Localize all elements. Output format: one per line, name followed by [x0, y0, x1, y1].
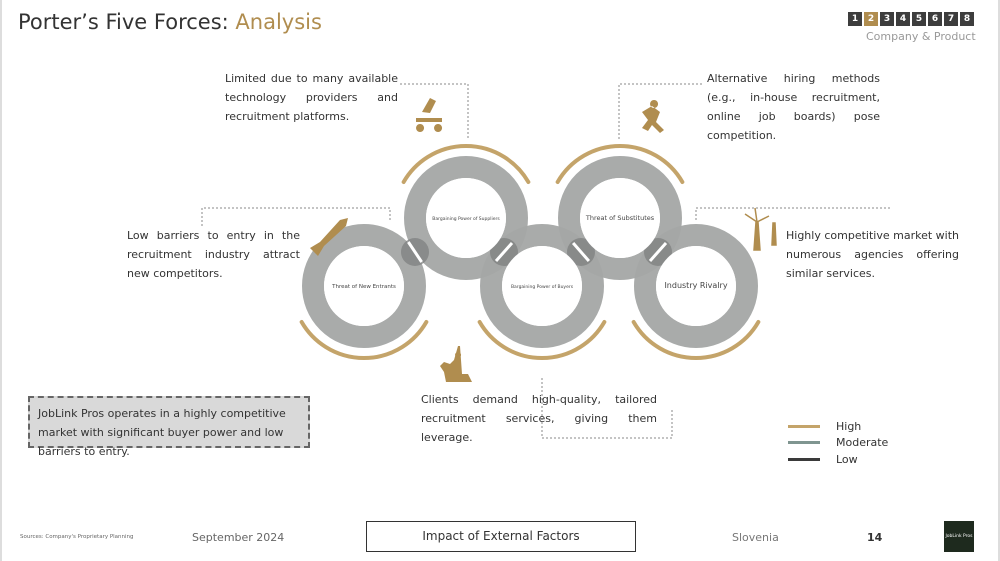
connector-buyers	[541, 378, 673, 439]
wind-turbine-icon	[744, 207, 777, 251]
suppliers-text: Limited due to many available technology…	[225, 72, 398, 123]
page-nav-8[interactable]: 8	[960, 12, 974, 26]
rivalry-text: Highly competitive market with numerous …	[786, 229, 959, 280]
ring-new-entrants	[302, 224, 426, 348]
summary-callout: JobLink Pros operates in a highly compet…	[28, 396, 310, 458]
force-label-rivalry: Industry Rivalry	[664, 281, 727, 290]
running-person-icon	[642, 100, 664, 133]
connector-rivalry	[695, 207, 890, 220]
page-nav-2[interactable]: 2	[864, 12, 878, 26]
page-nav-4[interactable]: 4	[896, 12, 910, 26]
section-label: Company & Product	[866, 30, 976, 43]
ring-substitutes	[558, 156, 682, 280]
page-nav-7[interactable]: 7	[944, 12, 958, 26]
new-entrants-text: Low barriers to entry in the recruitment…	[127, 229, 300, 280]
connector-substitutes	[618, 83, 702, 140]
level-arc-rivalry	[631, 320, 761, 360]
rocket-icon	[310, 218, 348, 256]
title-accent: Analysis	[235, 10, 322, 34]
legend: High Moderate Low	[788, 418, 888, 468]
company-logo: JobLink Pros	[944, 521, 974, 552]
level-arc-substitutes	[555, 144, 685, 184]
force-label-substitutes: Threat of Substitutes	[585, 214, 655, 222]
page-nav-1[interactable]: 1	[848, 12, 862, 26]
footer-source: Sources: Company's Proprietary Planning	[20, 534, 134, 540]
page-number: 14	[867, 531, 883, 544]
ring-center-rivalry	[656, 246, 736, 326]
ring-center-suppliers	[426, 178, 506, 258]
ring-gap	[648, 242, 668, 262]
buyers-text: Clients demand high-quality, tailored re…	[421, 393, 657, 444]
ring-center-substitutes	[580, 178, 660, 258]
footer-country: Slovenia	[732, 531, 779, 544]
level-arc-buyers	[477, 320, 607, 360]
page-title: Porter’s Five Forces: Analysis	[18, 10, 322, 34]
level-arc-suppliers	[401, 144, 531, 184]
ring-rivalry	[634, 224, 758, 348]
climber-icon	[440, 346, 472, 382]
ring-center-buyers	[502, 246, 582, 326]
footer-date: September 2024	[192, 531, 285, 544]
ring-gap	[407, 241, 423, 263]
page-nav-5[interactable]: 5	[912, 12, 926, 26]
legend-high: High	[788, 418, 888, 435]
connector-suppliers	[400, 83, 469, 140]
level-arc-new-entrants	[299, 320, 429, 360]
ring-gap	[494, 242, 514, 262]
connector-new-entrants	[201, 207, 391, 226]
ring-gap	[571, 241, 591, 263]
legend-low: Low	[788, 451, 888, 468]
substitutes-text: Alternative hiring methods (e.g., in-hou…	[707, 72, 880, 142]
ring-suppliers	[404, 156, 528, 280]
ring-center-new-entrants	[324, 246, 404, 326]
title-main: Porter’s Five Forces:	[18, 10, 236, 34]
hand-truck-icon	[416, 98, 443, 132]
force-label-new-entrants: Threat of New Entrants	[331, 284, 396, 290]
page-nav: 1 2 3 4 5 6 7 8	[848, 12, 974, 26]
force-label-suppliers: Bargaining Power of Suppliers	[432, 216, 500, 222]
footer-topic: Impact of External Factors	[366, 521, 636, 552]
force-label-buyers: Bargaining Power of Buyers	[511, 284, 574, 290]
page-nav-3[interactable]: 3	[880, 12, 894, 26]
page-nav-6[interactable]: 6	[928, 12, 942, 26]
legend-moderate: Moderate	[788, 435, 888, 452]
ring-buyers	[480, 224, 604, 348]
